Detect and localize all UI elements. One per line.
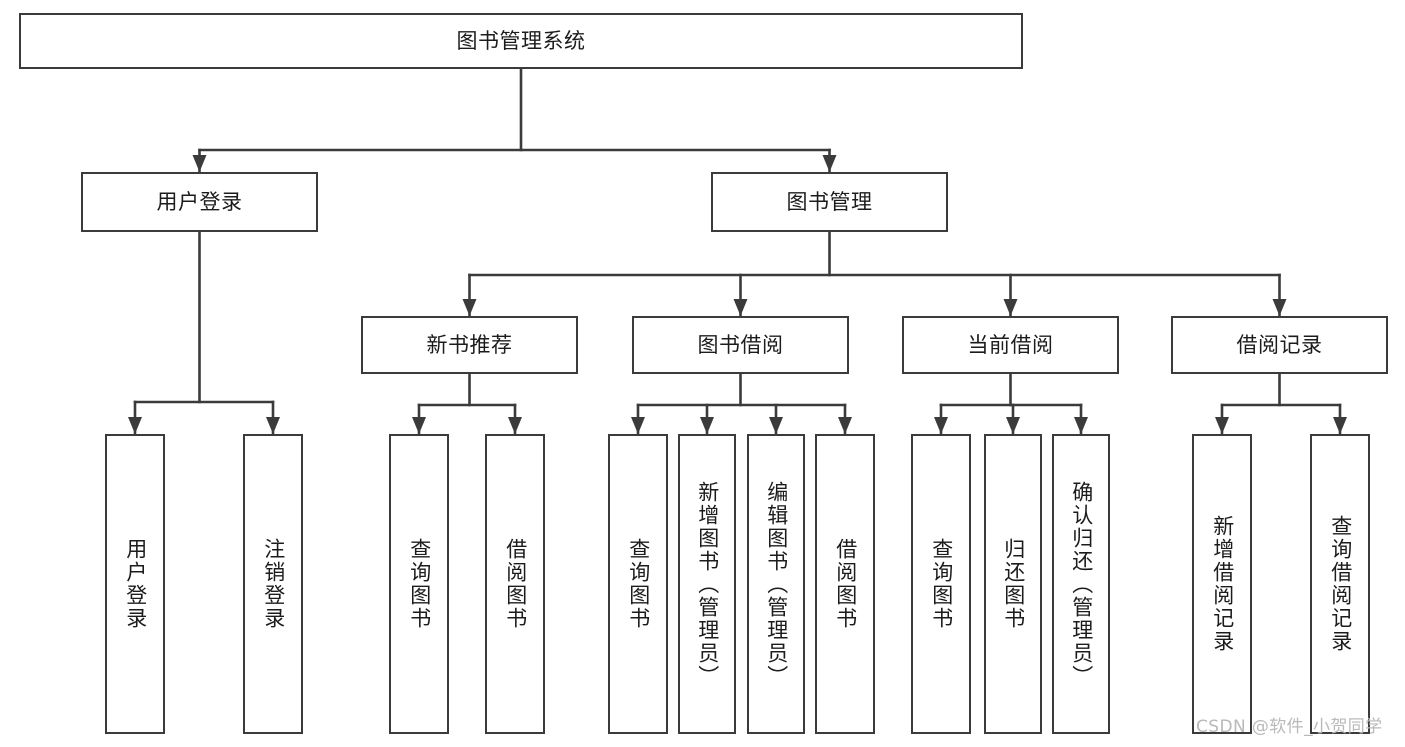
node-leaf-rec-query2[interactable]: 查询借阅记录 bbox=[1310, 434, 1370, 734]
node-label: 借阅图书 bbox=[833, 538, 858, 630]
node-book-borrow[interactable]: 图书借阅 bbox=[632, 316, 849, 374]
node-new-book-rec[interactable]: 新书推荐 bbox=[361, 316, 578, 374]
node-label: 查询图书 bbox=[407, 538, 432, 630]
node-label: 新增借阅记录 bbox=[1210, 515, 1235, 653]
node-label: 新增图书（管理员） bbox=[695, 480, 720, 688]
node-leaf-cur-confirm[interactable]: 确认归还（管理员） bbox=[1052, 434, 1110, 734]
node-book-manage[interactable]: 图书管理 bbox=[711, 172, 948, 232]
node-leaf-rec-borrow[interactable]: 借阅图书 bbox=[485, 434, 545, 734]
node-leaf-brw-add[interactable]: 新增图书（管理员） bbox=[678, 434, 736, 734]
node-label: 新书推荐 bbox=[426, 332, 513, 357]
node-leaf-logout[interactable]: 注销登录 bbox=[243, 434, 303, 734]
node-label: 查询借阅记录 bbox=[1328, 515, 1353, 653]
node-leaf-cur-query[interactable]: 查询图书 bbox=[911, 434, 971, 734]
node-label: 编辑图书（管理员） bbox=[764, 480, 789, 688]
node-label: 查询图书 bbox=[626, 538, 651, 630]
node-user-login[interactable]: 用户登录 bbox=[81, 172, 318, 232]
node-leaf-rec-add[interactable]: 新增借阅记录 bbox=[1192, 434, 1252, 734]
node-label: 用户登录 bbox=[123, 538, 148, 630]
node-leaf-cur-return[interactable]: 归还图书 bbox=[984, 434, 1042, 734]
node-leaf-rec-query[interactable]: 查询图书 bbox=[389, 434, 449, 734]
node-label: 归还图书 bbox=[1001, 538, 1026, 630]
node-label: 图书管理 bbox=[786, 189, 873, 214]
node-label: 图书管理系统 bbox=[456, 28, 586, 53]
node-leaf-brw-query[interactable]: 查询图书 bbox=[608, 434, 668, 734]
node-label: 确认归还（管理员） bbox=[1069, 480, 1094, 688]
node-label: 借阅图书 bbox=[503, 538, 528, 630]
node-leaf-brw-edit[interactable]: 编辑图书（管理员） bbox=[747, 434, 805, 734]
node-borrow-record[interactable]: 借阅记录 bbox=[1171, 316, 1388, 374]
node-label: 注销登录 bbox=[261, 538, 286, 630]
node-label: 借阅记录 bbox=[1236, 332, 1323, 357]
node-label: 图书借阅 bbox=[697, 332, 784, 357]
node-root[interactable]: 图书管理系统 bbox=[19, 13, 1023, 69]
node-leaf-brw-borrow[interactable]: 借阅图书 bbox=[815, 434, 875, 734]
node-leaf-user-login[interactable]: 用户登录 bbox=[105, 434, 165, 734]
node-label: 用户登录 bbox=[156, 189, 243, 214]
node-label: 当前借阅 bbox=[967, 332, 1054, 357]
node-current-borrow[interactable]: 当前借阅 bbox=[902, 316, 1119, 374]
node-label: 查询图书 bbox=[929, 538, 954, 630]
